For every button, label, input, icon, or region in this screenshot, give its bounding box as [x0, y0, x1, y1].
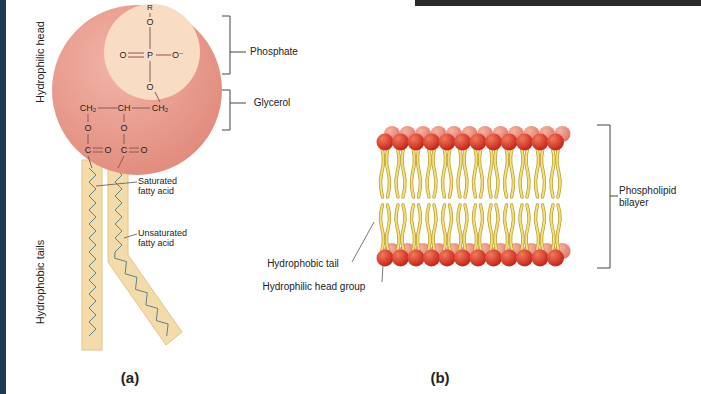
part-label: Phospholipid bilayer	[618, 185, 678, 208]
bracket	[222, 16, 246, 130]
panel-label: (b)	[430, 369, 449, 386]
atom-label: C	[121, 145, 128, 155]
phospholipid-bilayer	[377, 126, 571, 267]
atom-label: CH	[118, 103, 131, 113]
chemical-bonds	[88, 13, 171, 168]
leader-line	[352, 222, 383, 282]
part-label: Glycerol	[253, 97, 292, 109]
part-label: Unsaturated fatty acid	[137, 228, 197, 249]
leader-line	[96, 182, 137, 238]
atom-label: O	[146, 17, 153, 27]
top-bar	[415, 0, 701, 6]
atom-label: P	[147, 50, 153, 60]
atom-label: R	[147, 3, 153, 12]
phosphate-group	[104, 4, 200, 100]
atom-label: O	[140, 145, 147, 155]
axis-label: Hydrophobic tails	[34, 240, 47, 324]
atom-label: O⁻	[172, 50, 184, 60]
bracket	[597, 125, 618, 268]
axis-label: Hydrophilic head	[34, 21, 47, 103]
part-label: Saturated fatty acid	[137, 176, 189, 197]
hydrophilic-head	[52, 5, 222, 175]
atom-label: O	[119, 50, 126, 60]
part-label: Hydrophobic tail	[266, 258, 340, 270]
panel-label: (a)	[121, 369, 139, 386]
atom-label: CH₂	[80, 103, 97, 113]
part-label: Hydrophilic head group	[262, 281, 367, 293]
edge-strip	[0, 0, 6, 394]
atom-label: CH₂	[152, 103, 169, 113]
atom-label: O	[120, 123, 127, 133]
atom-label: O	[146, 82, 153, 92]
atom-label: O	[84, 123, 91, 133]
atom-label: C	[85, 145, 92, 155]
atom-label: O	[104, 145, 111, 155]
part-label: Phosphate	[249, 46, 299, 58]
